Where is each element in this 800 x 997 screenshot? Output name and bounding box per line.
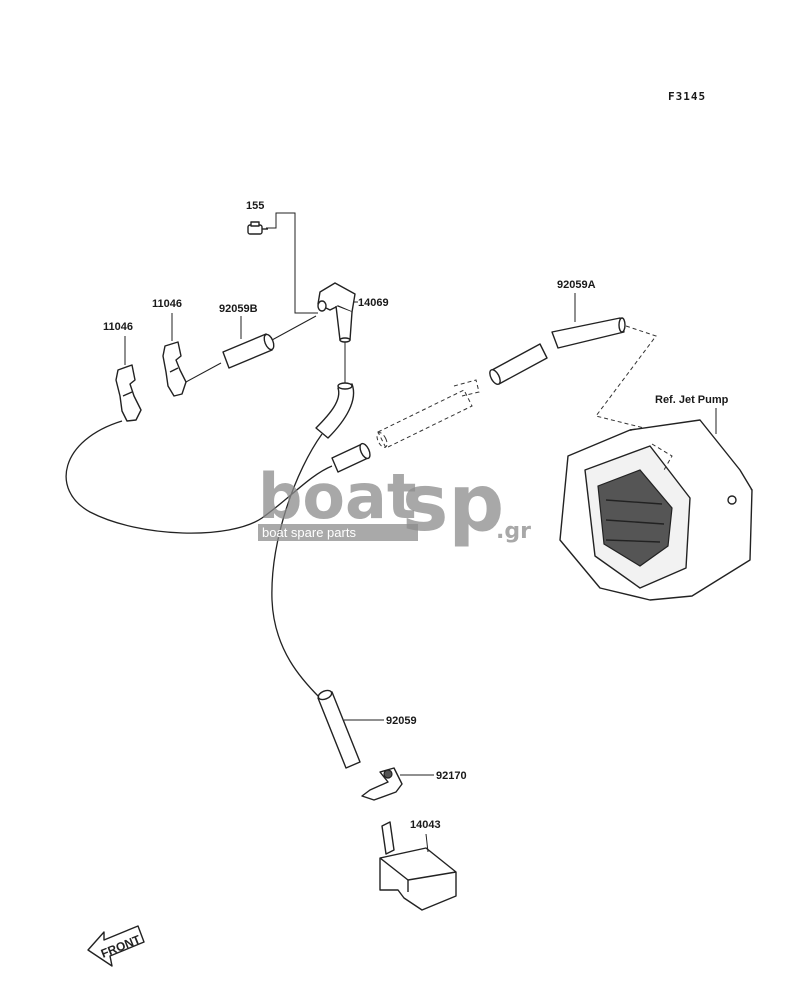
leader-filter xyxy=(425,833,429,853)
label-hose-main: 92059 xyxy=(386,715,417,727)
watermark-brand-part2: sp xyxy=(402,459,504,549)
watermark: boat sp .gr boat spare parts xyxy=(258,459,531,549)
elbow-hose[interactable] xyxy=(315,382,355,439)
bolt-155[interactable] xyxy=(247,221,268,235)
label-fitting: 14069 xyxy=(358,297,389,309)
fitting-14069[interactable] xyxy=(317,282,356,343)
leader-bolt xyxy=(266,212,318,314)
leader-hose-a-to-pump xyxy=(595,325,681,461)
hose-92059[interactable] xyxy=(317,689,361,769)
hose-92059a[interactable] xyxy=(551,317,626,349)
hose-upper-small[interactable] xyxy=(488,343,548,386)
label-clip-right: 11046 xyxy=(152,298,182,310)
label-bolt: 155 xyxy=(246,200,264,212)
clip-11046-left[interactable] xyxy=(115,364,142,422)
label-clip-left: 11046 xyxy=(103,321,133,333)
hose-92059-route xyxy=(271,433,323,699)
label-filter: 14043 xyxy=(410,819,441,831)
label-hose-b: 92059B xyxy=(219,303,258,315)
front-arrow: FRONT xyxy=(87,925,145,967)
clip-11046-right[interactable] xyxy=(162,341,187,397)
leader-clip-right-link xyxy=(185,362,222,383)
label-jet-pump: Ref. Jet Pump xyxy=(655,394,729,406)
leader-hose-b-link xyxy=(271,315,317,341)
clamp-92170[interactable] xyxy=(361,767,403,801)
filter-14043[interactable] xyxy=(379,821,457,911)
dashed-hose xyxy=(376,379,480,449)
hose-92059b[interactable] xyxy=(222,333,276,369)
figure-code: F3145 xyxy=(668,90,706,103)
jet-pump-ref[interactable] xyxy=(559,419,753,601)
watermark-brand-part1: boat xyxy=(258,460,416,533)
hose-middle[interactable] xyxy=(331,442,372,473)
watermark-tagline: boat spare parts xyxy=(262,525,356,540)
label-clamp: 92170 xyxy=(436,770,467,782)
label-hose-a: 92059A xyxy=(557,279,596,291)
watermark-domain-suffix: .gr xyxy=(496,519,531,544)
